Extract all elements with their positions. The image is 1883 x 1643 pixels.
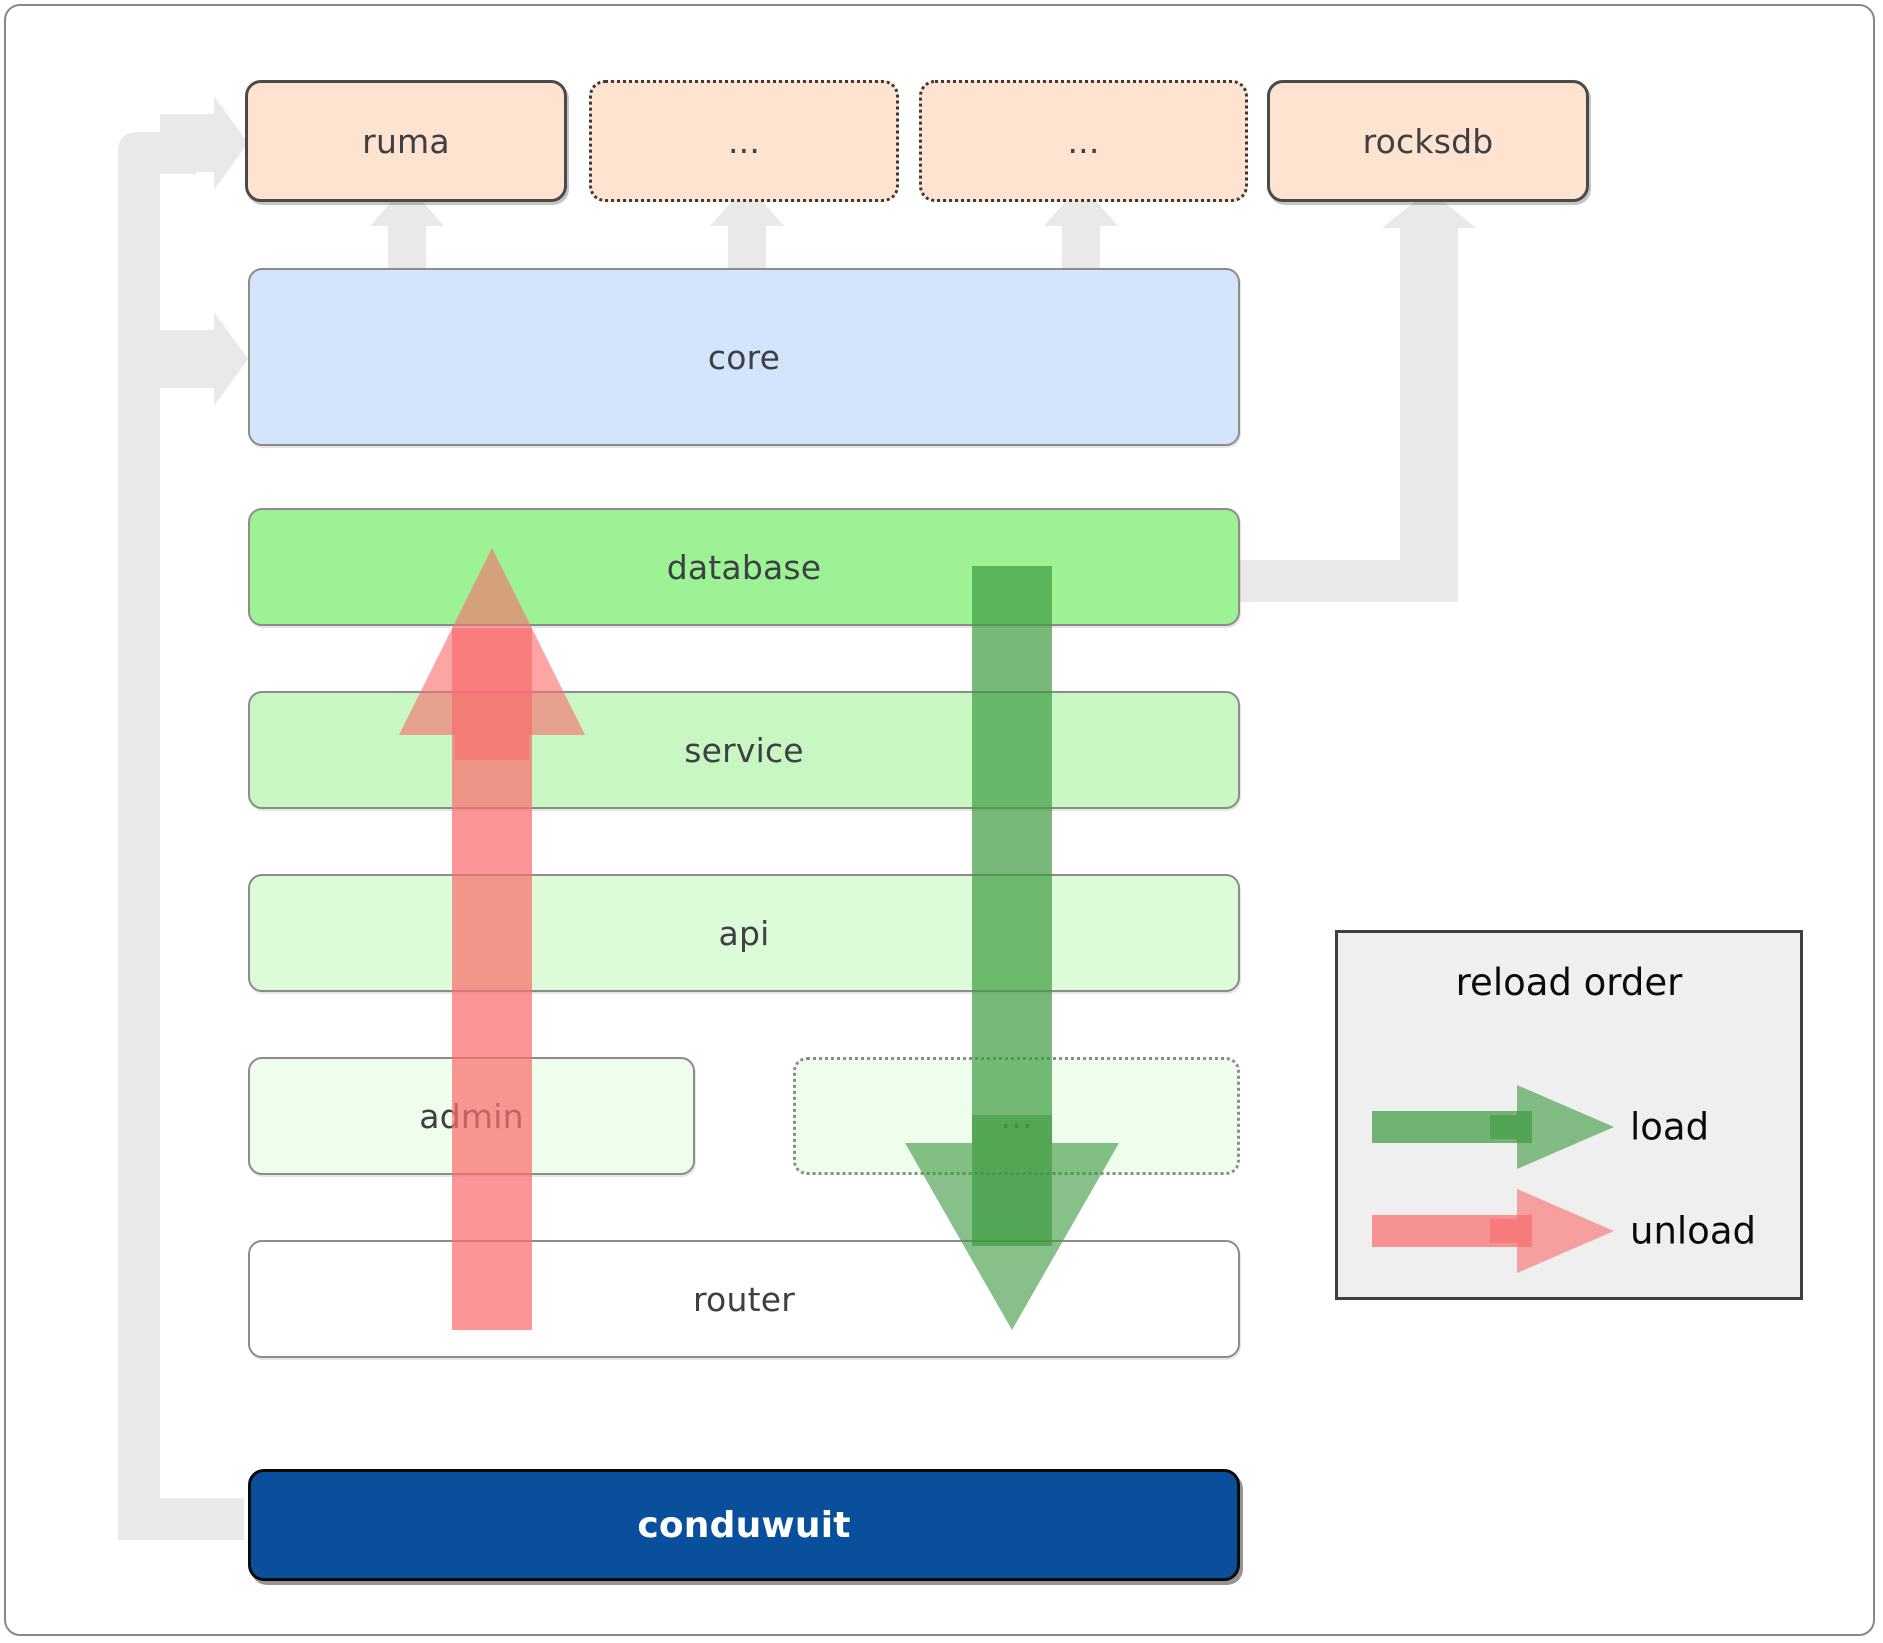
- layer-api[interactable]: api: [248, 874, 1240, 992]
- legend-label: unload: [1630, 1209, 1756, 1253]
- crate-label: ruma: [362, 121, 450, 161]
- crate-label: rocksdb: [1362, 121, 1494, 161]
- crate-placeholder-2[interactable]: ...: [919, 80, 1248, 202]
- layer-placeholder[interactable]: ...: [793, 1057, 1240, 1175]
- legend-item-unload: unload: [1338, 1183, 1800, 1279]
- crate-placeholder-1[interactable]: ...: [589, 80, 899, 202]
- crate-label: ...: [727, 121, 761, 161]
- crate-ruma[interactable]: ruma: [245, 80, 567, 202]
- layer-admin[interactable]: admin: [248, 1057, 695, 1175]
- layer-label: api: [718, 913, 770, 953]
- layer-service[interactable]: service: [248, 691, 1240, 809]
- brand-label: conduwuit: [637, 1504, 851, 1546]
- layer-label: ...: [1000, 1096, 1033, 1136]
- layer-router[interactable]: router: [248, 1240, 1240, 1358]
- legend-item-load: load: [1338, 1079, 1800, 1175]
- layer-label: service: [684, 730, 804, 770]
- layer-label: database: [666, 547, 822, 587]
- layer-label: core: [707, 337, 781, 377]
- layer-label: admin: [419, 1096, 524, 1136]
- layer-label: router: [693, 1279, 795, 1319]
- unload-arrow-icon: [1372, 1189, 1614, 1273]
- brand-conduwuit[interactable]: conduwuit: [248, 1469, 1240, 1581]
- crate-rocksdb[interactable]: rocksdb: [1267, 80, 1589, 202]
- crate-label: ...: [1067, 121, 1100, 161]
- load-arrow-icon: [1372, 1085, 1614, 1169]
- layer-database[interactable]: database: [248, 508, 1240, 626]
- legend-panel: reload order load unload: [1335, 930, 1803, 1300]
- legend-title: reload order: [1455, 961, 1683, 1004]
- legend-label: load: [1630, 1105, 1710, 1149]
- layer-core[interactable]: core: [248, 268, 1240, 446]
